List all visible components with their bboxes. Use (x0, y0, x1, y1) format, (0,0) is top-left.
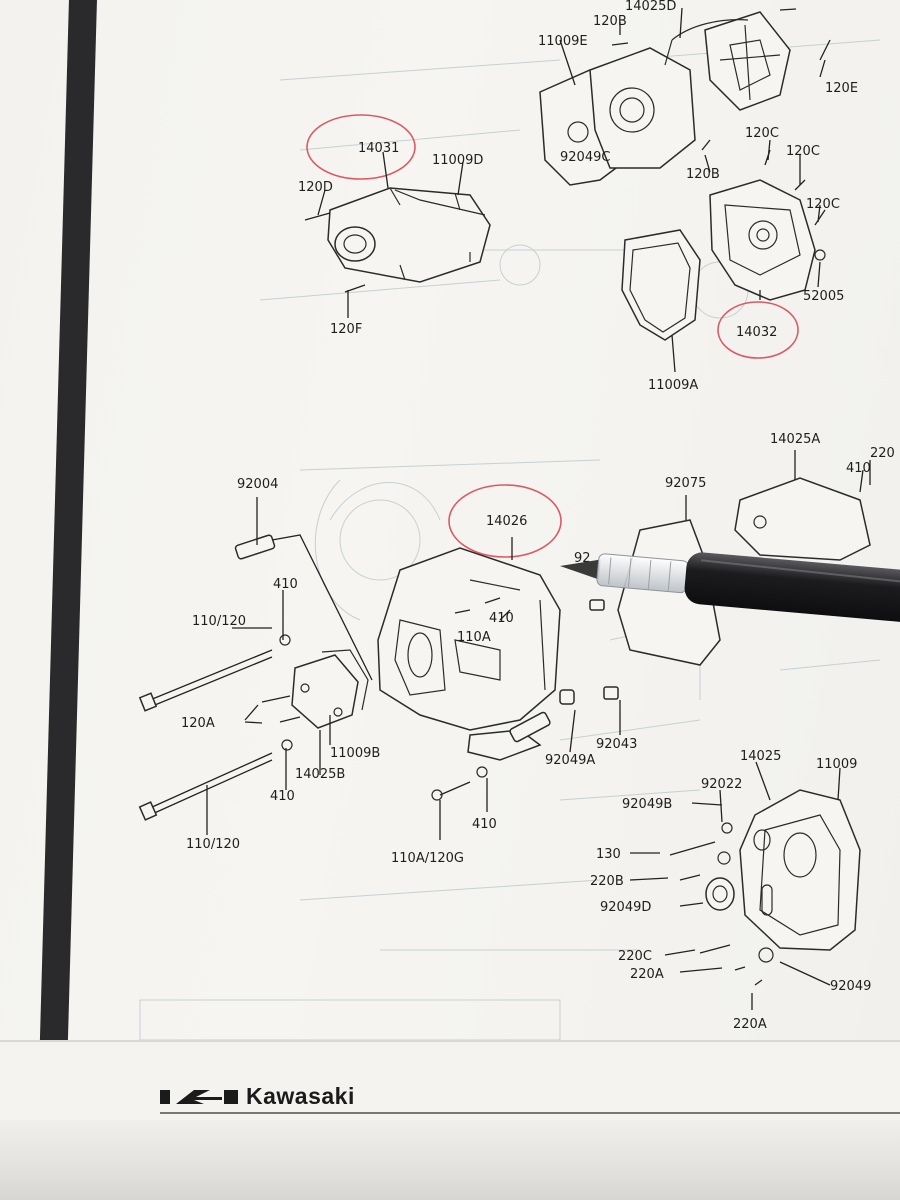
callout-labels: 14025D 120B 11009E 120E 14031 11009D 120… (181, 0, 895, 1032)
label-220: 220 (870, 446, 895, 461)
label-220b: 220B (590, 874, 624, 889)
leader-lines (206, 7, 871, 1010)
cover-14025 (669, 789, 861, 986)
long-bolts (138, 634, 293, 821)
label-14025b: 14025B (295, 767, 345, 782)
circled-callout-14031 (306, 114, 416, 180)
label-11009a: 11009A (648, 378, 698, 393)
label-11009b: 11009B (330, 746, 380, 761)
label-120f: 120F (330, 322, 362, 337)
label-110-120-top: 110/120 (192, 614, 246, 629)
label-130: 130 (596, 847, 621, 862)
label-11009d: 11009D (432, 153, 483, 168)
label-410-tr: 410 (846, 461, 871, 476)
cover-14025d-assembly (539, 11, 791, 186)
label-11009e: 11009E (538, 34, 588, 49)
label-120c-c: 120C (806, 197, 840, 212)
label-52005: 52005 (803, 289, 844, 304)
label-410-a: 410 (273, 577, 298, 592)
cover-14032 (621, 179, 826, 359)
label-14025d: 14025D (625, 0, 676, 14)
label-14031: 14031 (358, 141, 399, 156)
label-410-b: 410 (489, 611, 514, 626)
label-220a-a: 220A (630, 967, 664, 982)
label-11009: 11009 (816, 757, 857, 772)
footer-brand: Kawasaki (160, 1083, 355, 1110)
label-14025a: 14025A (770, 432, 820, 447)
label-110-120-bottom: 110/120 (186, 837, 240, 852)
middle-hardware (234, 534, 619, 801)
label-410-d: 410 (472, 817, 497, 832)
label-92043: 92043 (596, 737, 637, 752)
label-92022: 92022 (701, 777, 742, 792)
label-92049: 92049 (830, 979, 871, 994)
label-120b-mid: 120B (686, 167, 720, 182)
label-120e: 120E (825, 81, 858, 96)
label-120b-top: 120B (593, 14, 627, 29)
label-92004: 92004 (237, 477, 278, 492)
label-120d: 120D (298, 180, 333, 195)
label-92049c: 92049C (560, 150, 610, 165)
circled-callout-14026 (448, 484, 562, 558)
label-92075: 92075 (665, 476, 706, 491)
label-410-c: 410 (270, 789, 295, 804)
label-92049d: 92049D (600, 900, 651, 915)
plate-14025b (291, 649, 369, 729)
label-220a-b: 220A (733, 1017, 767, 1032)
label-14032: 14032 (736, 325, 777, 340)
page-footer (0, 1040, 900, 1122)
label-220c: 220C (618, 949, 652, 964)
cover-14031 (306, 114, 491, 283)
kawasaki-logo-mark-icon (160, 1089, 238, 1104)
background-cloth (0, 1120, 900, 1200)
brand-name: Kawasaki (246, 1083, 355, 1109)
label-110a: 110A (457, 630, 491, 645)
circled-callout-14032 (717, 301, 799, 359)
footer-rule (160, 1112, 900, 1114)
label-120a: 120A (181, 716, 215, 731)
label-120c-b: 120C (786, 144, 820, 159)
label-14025: 14025 (740, 749, 781, 764)
label-92049a: 92049A (545, 753, 595, 768)
label-110a-120g: 110A/120G (391, 851, 464, 866)
label-92049b: 92049B (622, 797, 672, 812)
label-14026: 14026 (486, 514, 527, 529)
label-120c-a: 120C (745, 126, 779, 141)
